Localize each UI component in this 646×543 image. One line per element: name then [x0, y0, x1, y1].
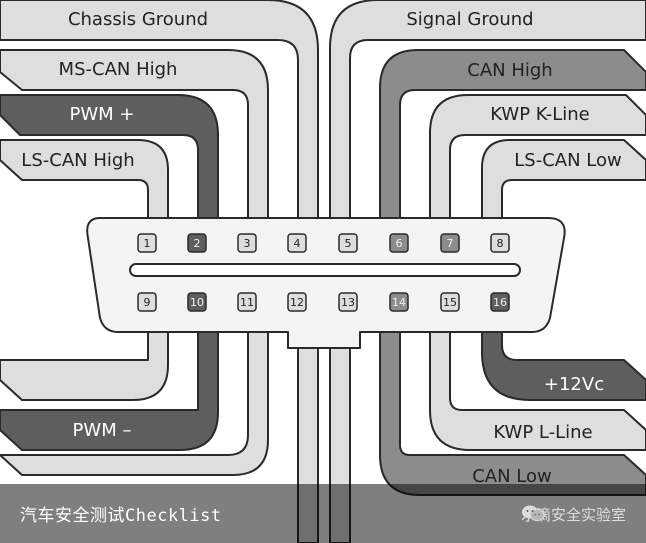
label-kwp-k-line: KWP K-Line — [490, 104, 589, 125]
pin-label-11: 11 — [240, 296, 254, 309]
caption-bar: 汽车安全测试Checklist 水滴安全实验室 — [0, 484, 646, 543]
wechat-icon — [521, 505, 545, 521]
label-can-low: CAN Low — [472, 466, 552, 487]
caption-text: 汽车安全测试Checklist — [20, 506, 222, 526]
pin-label-16: 16 — [493, 296, 507, 309]
pin-label-15: 15 — [443, 296, 457, 309]
pin-label-9: 9 — [144, 296, 151, 309]
pin-10 — [187, 292, 207, 312]
label-ls-can-low: LS-CAN Low — [514, 150, 621, 171]
pin-row-top: 1 2 3 4 5 6 7 8 — [137, 233, 510, 253]
pin-13 — [338, 292, 358, 312]
pin-5 — [338, 233, 358, 253]
pin-label-6: 6 — [396, 237, 403, 250]
watermark-text: 水滴安全实验室 — [520, 506, 626, 524]
pin-label-4: 4 — [294, 237, 301, 250]
wire-left-lower-0 — [0, 321, 169, 401]
pin-9 — [137, 292, 157, 312]
pin-6 — [389, 233, 409, 253]
pin-label-14: 14 — [392, 296, 406, 309]
label-ls-can-high: LS-CAN High — [21, 150, 134, 171]
label-chassis-ground: Chassis Ground — [68, 9, 208, 30]
wire-ls-can-high — [0, 139, 169, 229]
pin-label-7: 7 — [447, 237, 454, 250]
pin-14 — [389, 292, 409, 312]
pin-row-bottom: 9 10 11 12 13 14 15 16 — [137, 292, 510, 312]
pin-11 — [237, 292, 257, 312]
pin-8 — [490, 233, 510, 253]
label-kwp-l-line: KWP L-Line — [493, 422, 592, 443]
watermark: 水滴安全实验室 — [521, 504, 626, 525]
pin-2 — [187, 233, 207, 253]
pin-3 — [237, 233, 257, 253]
label-ms-can-high: MS-CAN High — [59, 59, 178, 80]
wire-chassis-ground — [0, 0, 319, 543]
pin-4 — [287, 233, 307, 253]
pin-label-12: 12 — [290, 296, 304, 309]
label-pwm-minus: PWM – — [73, 420, 132, 441]
pin-label-3: 3 — [244, 237, 251, 250]
label-12vc: +12Vc — [544, 374, 604, 395]
pin-label-8: 8 — [497, 237, 504, 250]
pin-1 — [137, 233, 157, 253]
pin-label-5: 5 — [345, 237, 352, 250]
pin-12 — [287, 292, 307, 312]
pin-label-10: 10 — [190, 296, 204, 309]
connector-center-slot — [129, 263, 521, 277]
pin-label-2: 2 — [194, 237, 201, 250]
pin-16 — [490, 292, 510, 312]
wire-signal-ground — [329, 0, 646, 543]
pin-label-13: 13 — [341, 296, 355, 309]
label-can-high: CAN High — [467, 60, 552, 81]
pin-15 — [440, 292, 460, 312]
label-pwm-plus: PWM + — [70, 104, 135, 125]
pin-label-1: 1 — [144, 237, 151, 250]
label-signal-ground: Signal Ground — [406, 9, 533, 30]
pin-7 — [440, 233, 460, 253]
